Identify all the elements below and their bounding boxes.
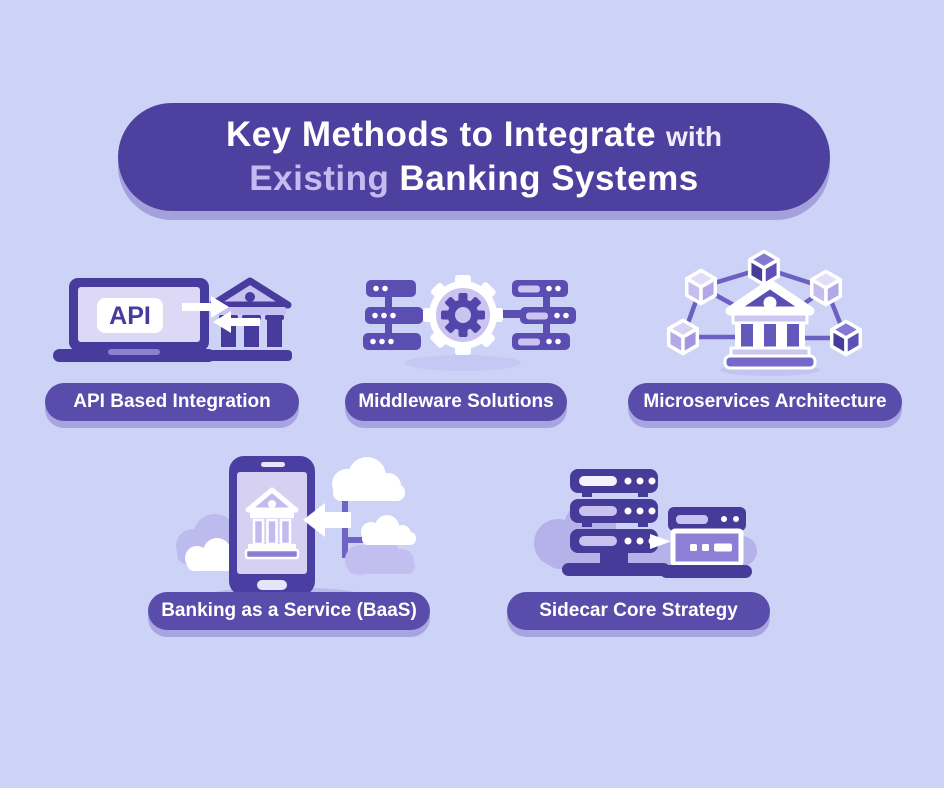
label-text: Banking as a Service (BaaS)	[161, 600, 417, 621]
title-line1-rest: with	[666, 121, 723, 153]
label-text: Microservices Architecture	[643, 391, 887, 412]
label-banking-as-a-service: Banking as a Service (BaaS)	[148, 592, 430, 630]
server-stack-icon	[562, 469, 670, 576]
title-line2-accent: Existing	[249, 159, 390, 198]
white-cloud-right	[361, 515, 416, 545]
phone-bank-clouds-icon	[176, 456, 416, 600]
title-line-1: Key Methods to Integrate with	[226, 113, 722, 157]
label-api-based-integration: API Based Integration	[45, 383, 299, 421]
label-microservices-architecture: Microservices Architecture	[628, 383, 902, 421]
label-sidecar-core-strategy: Sidecar Core Strategy	[507, 592, 770, 630]
white-cloud-top-right	[332, 457, 405, 501]
title-line2-main: Banking Systems	[399, 159, 699, 198]
label-text: Sidecar Core Strategy	[539, 600, 738, 621]
laptop-api-bank-icon: API	[53, 277, 292, 362]
laptop-icon: API	[53, 278, 215, 362]
exchange-arrows-icon	[182, 296, 260, 333]
gear-icon	[423, 275, 503, 355]
cube-lower-left	[666, 318, 700, 356]
sidecar-module-icon	[660, 507, 752, 578]
right-server-icon	[492, 280, 576, 350]
label-middleware-solutions: Middleware Solutions	[345, 383, 567, 421]
ground-shadow	[405, 355, 521, 371]
api-text: API	[109, 302, 151, 330]
arrow-left-icon	[303, 503, 351, 537]
connector-wedge-icon	[650, 534, 671, 549]
phone-icon	[229, 456, 315, 596]
cube-top	[747, 249, 781, 287]
cube-upper-right	[809, 269, 843, 307]
label-text: Middleware Solutions	[358, 391, 554, 412]
label-text: API Based Integration	[73, 391, 271, 412]
central-bank-icon	[723, 279, 817, 370]
cube-lower-right	[829, 319, 863, 357]
service-cubes	[666, 249, 863, 357]
bank-network-cubes-icon	[666, 249, 863, 376]
title-line1-main: Key Methods to Integrate	[225, 115, 657, 155]
cube-upper-left	[684, 268, 718, 306]
server-stack-sidecar-module-icon	[534, 469, 757, 578]
servers-gear-icon	[363, 275, 576, 371]
bank-on-screen-icon	[244, 487, 300, 560]
